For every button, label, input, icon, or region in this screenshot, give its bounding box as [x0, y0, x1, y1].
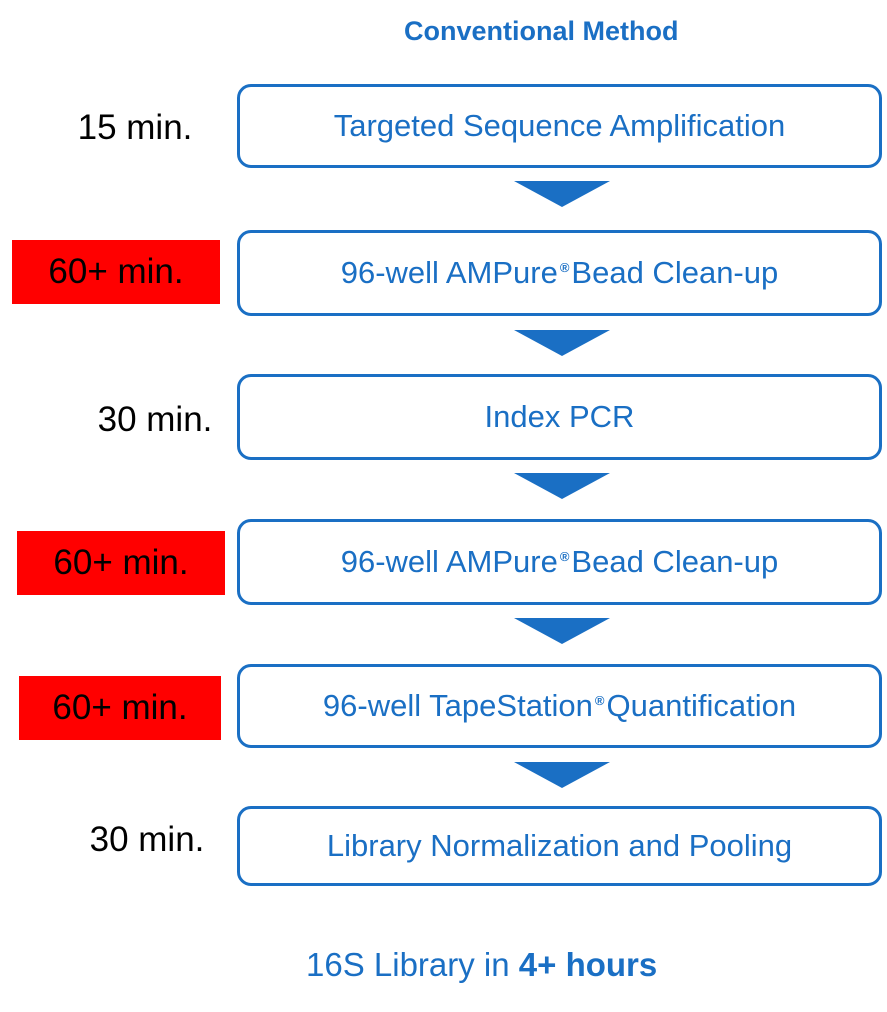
summary-text: 16S Library in 4+ hours	[306, 946, 726, 984]
step-4-time: 60+ min.	[17, 531, 225, 595]
flow-arrow-icon	[514, 762, 610, 788]
flow-arrow-icon	[514, 330, 610, 356]
step-3-label: Index PCR	[484, 399, 635, 434]
step-6-label: Library Normalization and Pooling	[326, 828, 793, 863]
summary-emphasis: 4+ hours	[518, 946, 658, 983]
registered-mark: ®	[559, 548, 570, 564]
step-1-label: Targeted Sequence Amplification	[333, 108, 786, 143]
step-5-box: 96-well TapeStation® Quantification	[237, 664, 882, 748]
step-1-box: Targeted Sequence Amplification	[237, 84, 882, 168]
step-4-box: 96-well AMPure® Bead Clean-up	[237, 519, 882, 605]
step-6-time: 30 min.	[89, 820, 205, 859]
step-2-label-rest: Bead Clean-up	[571, 255, 779, 290]
step-5-label: 96-well TapeStation	[322, 688, 593, 723]
step-2-time: 60+ min.	[12, 240, 220, 304]
step-2-box: 96-well AMPure® Bead Clean-up	[237, 230, 882, 316]
step-6-box: Library Normalization and Pooling	[237, 806, 882, 886]
step-1-time: 15 min.	[77, 108, 193, 147]
registered-mark: ®	[559, 259, 570, 275]
step-5-time: 60+ min.	[19, 676, 221, 740]
step-5-label-rest: Quantification	[606, 688, 797, 723]
step-4-label: 96-well AMPure	[340, 544, 558, 579]
registered-mark: ®	[594, 692, 605, 708]
flow-arrow-icon	[514, 473, 610, 499]
flow-arrow-icon	[514, 618, 610, 644]
diagram-title: Conventional Method	[404, 16, 679, 46]
step-3-box: Index PCR	[237, 374, 882, 460]
step-3-time: 30 min.	[97, 400, 213, 439]
step-2-label: 96-well AMPure	[340, 255, 558, 290]
step-4-label-rest: Bead Clean-up	[571, 544, 779, 579]
summary-prefix: 16S Library in	[306, 946, 519, 983]
flow-arrow-icon	[514, 181, 610, 207]
